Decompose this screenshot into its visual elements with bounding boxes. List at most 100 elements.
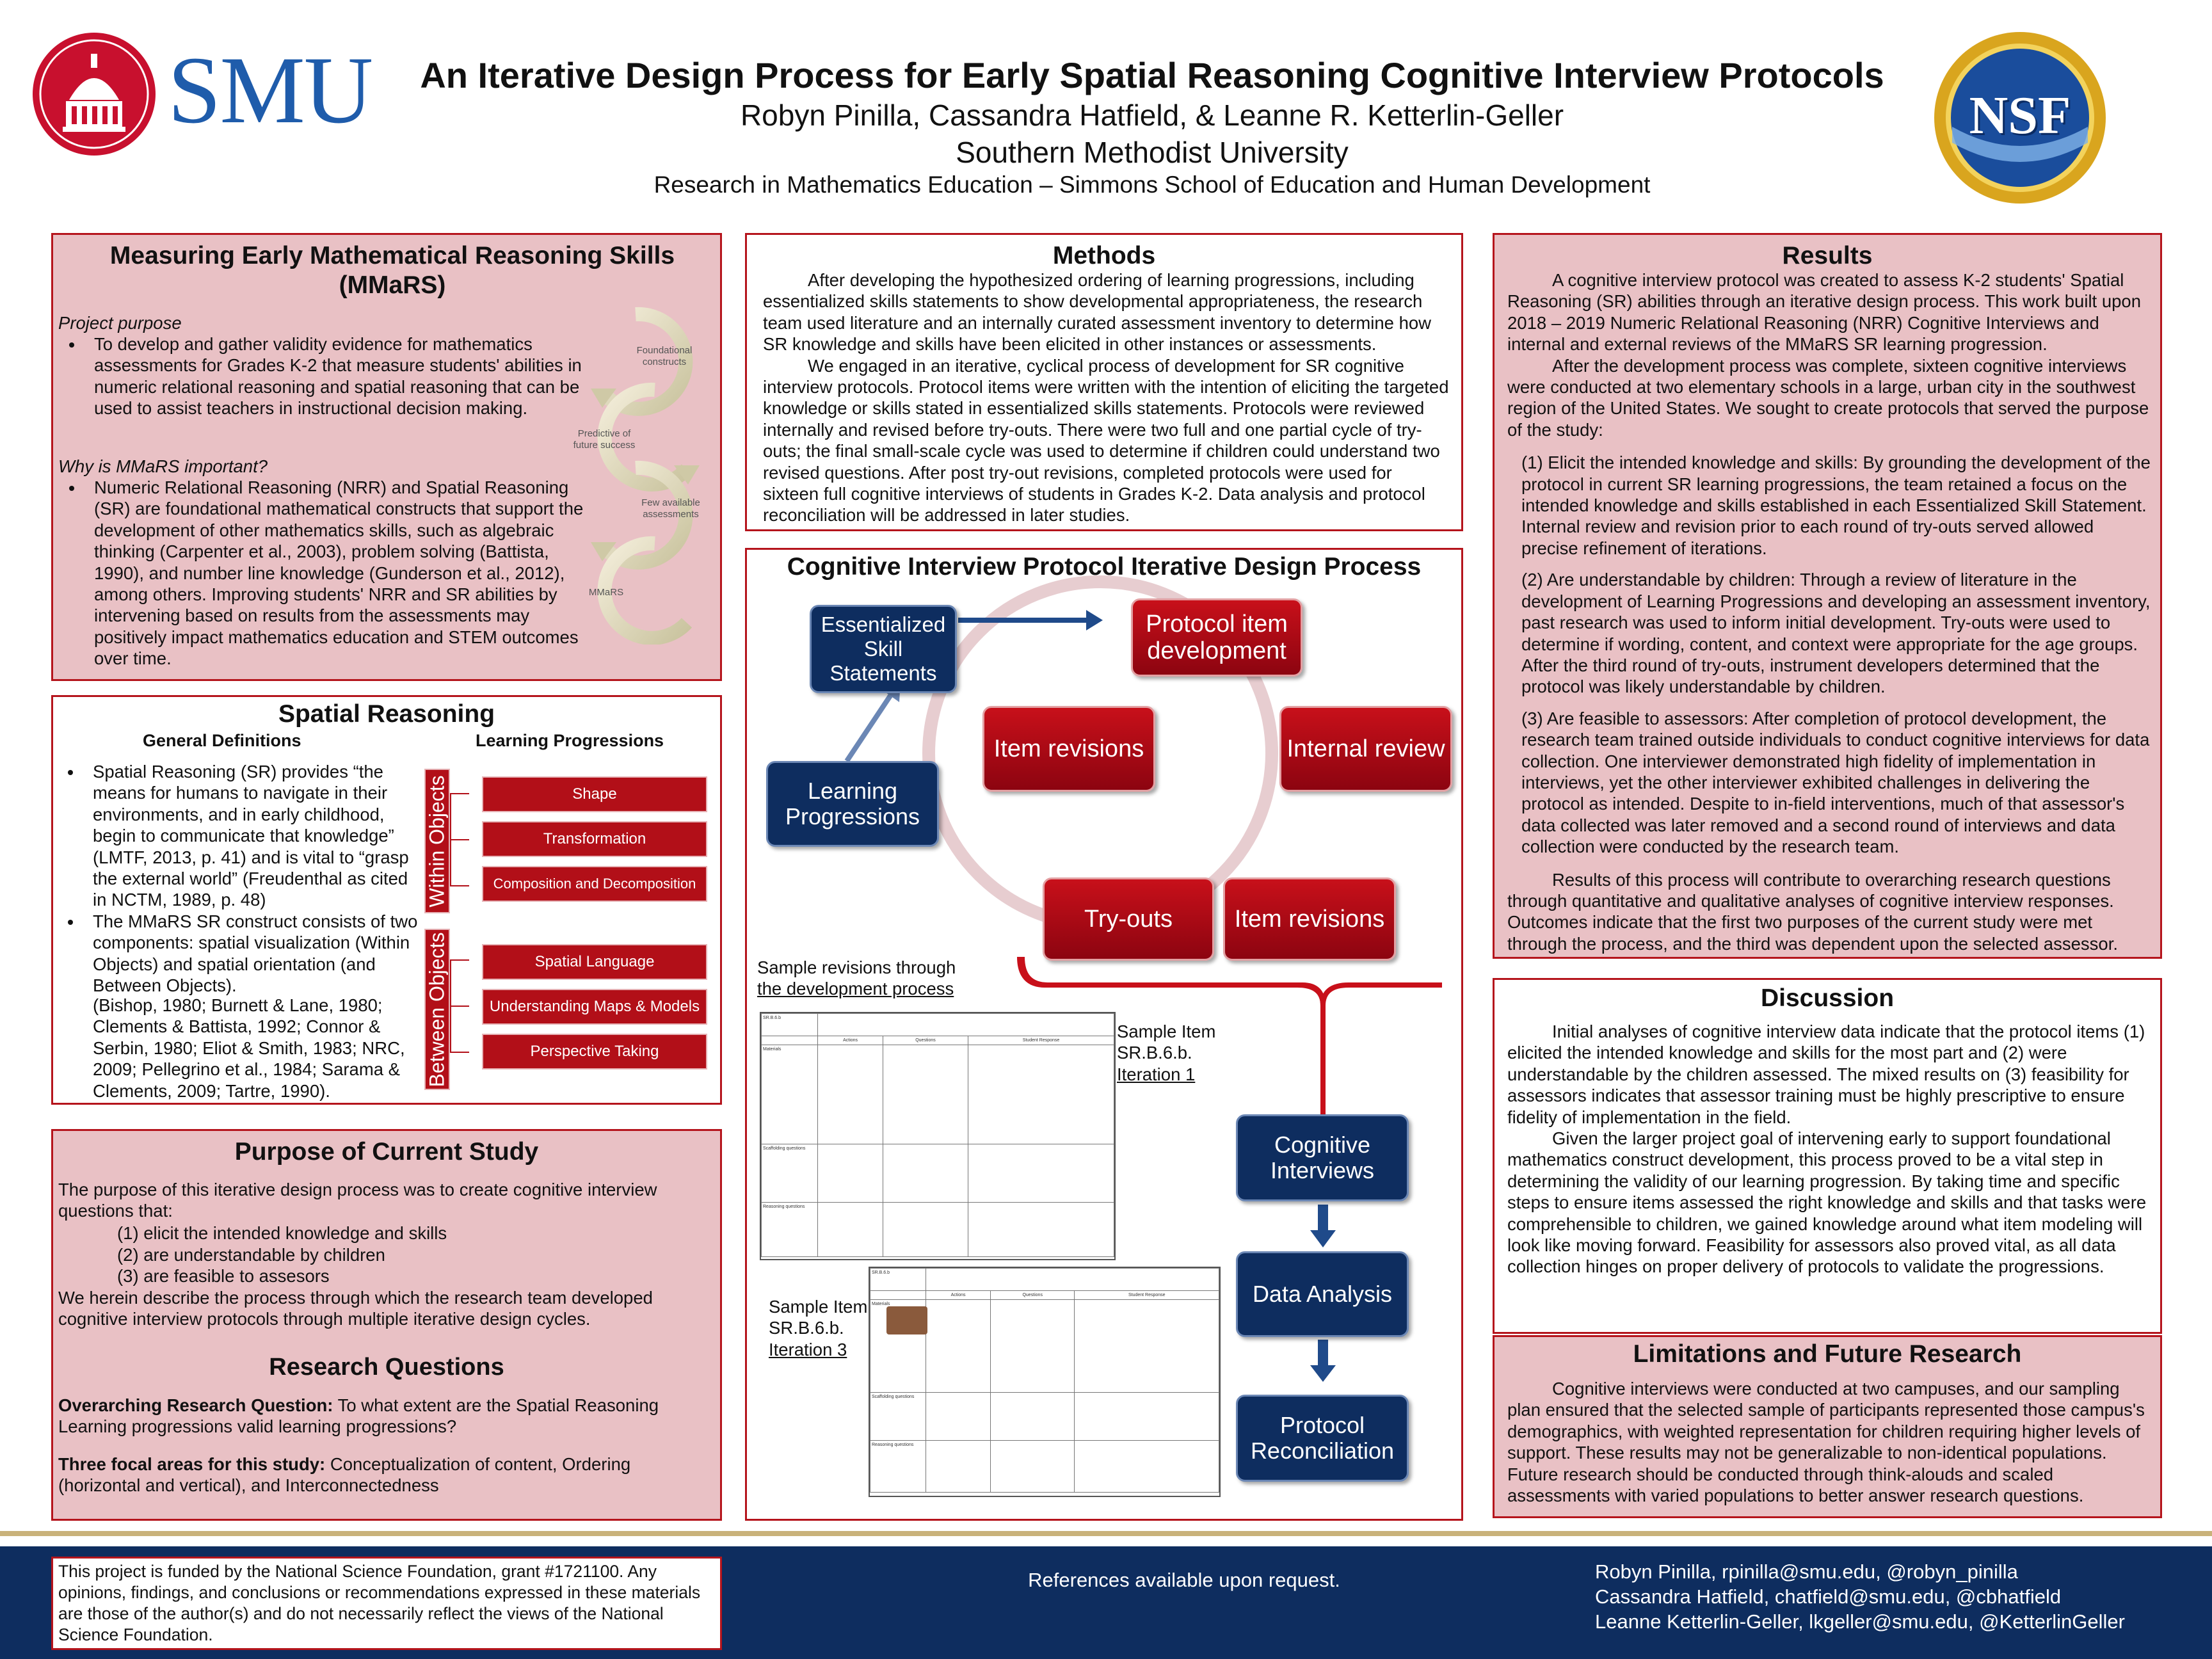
rq-title: Research Questions [269,1354,504,1381]
cycle-label-few: Few available assessments [641,497,700,520]
purpose-panel: Purpose of Current Study The purpose of … [51,1129,722,1521]
spatial-title: Spatial Reasoning [278,700,495,728]
discussion-title: Discussion [1760,984,1895,1012]
results-p2: After the development process was comple… [1507,355,2149,440]
mmars-panel: Measuring Early Mathematical Reasoning S… [51,233,722,681]
results-p1: A cognitive interview protocol was creat… [1507,270,2142,355]
methods-p1: After developing the hypothesized orderi… [763,270,1432,355]
results-panel: Results A cognitive interview protocol w… [1493,233,2162,959]
purpose-intro: The purpose of this iterative design pro… [58,1180,657,1221]
lp-spatial-language: Spatial Language [482,944,707,980]
contacts: Robyn Pinilla, rpinilla@smu.edu, @robyn_… [1595,1559,2209,1634]
results-r1: (1) Elicit the intended knowledge and sk… [1521,453,2151,558]
tryouts-box: Try-outs [1043,878,1214,961]
item1-line2: SR.B.6.b. [1117,1043,1192,1063]
purpose-item-2: (2) are understandable by children [117,1245,385,1265]
smu-seal-icon [31,31,157,157]
rq-overarching-text: To what extent are the Spatial Reasoning… [58,1395,659,1437]
within-objects-label: Within Objects [424,769,450,913]
limitations-panel: Limitations and Future Research Cognitiv… [1493,1335,2162,1518]
contact-1[interactable]: Robyn Pinilla, rpinilla@smu.edu, @robyn_… [1595,1560,2018,1583]
methods-text: After developing the hypothesized orderi… [763,269,1452,526]
mmars-purpose-bullet: To develop and gather validity evidence … [84,333,583,419]
lp-perspective: Perspective Taking [482,1034,707,1070]
internal-review-box: Internal review [1279,706,1452,792]
results-r3: (3) Are feasible to assessors: After com… [1521,708,2150,857]
nsf-logo: NSF [1933,31,2107,205]
discussion-p1: Initial analyses of cognitive interview … [1507,1022,2145,1127]
purpose-outro: We herein describe the process through w… [58,1288,653,1329]
methods-title: Methods [1052,242,1156,269]
discussion-text: Initial analyses of cognitive interview … [1507,1021,2154,1278]
rq-overarching: Overarching Research Question: To what e… [58,1395,711,1438]
item3-line3: Iteration 3 [769,1339,847,1359]
nsf-logo-text: NSF [1969,86,2071,145]
funding-text: This project is funded by the National S… [58,1562,701,1644]
limitations-text: Cognitive interviews were conducted at t… [1507,1378,2154,1506]
item3-line2: SR.B.6.b. [769,1318,844,1338]
rq-focal: Three focal areas for this study: Concep… [58,1454,711,1496]
purpose-title: Purpose of Current Study [234,1138,539,1166]
mmars-cycle-diagram: Foundational constructs Predictive of fu… [565,286,725,645]
lp-maps-models: Understanding Maps & Models [482,989,707,1025]
sample-caption-line2: the development process [757,979,954,999]
limitations-p1: Cognitive interviews were conducted at t… [1507,1379,2145,1506]
essentialized-skill-box: Essentialized Skill Statements [810,605,957,693]
rq-focal-text: Conceptualization of content, Ordering (… [58,1454,631,1496]
between-objects-text: Between Objects [425,932,449,1087]
references-note: References available upon request. [1028,1569,1340,1591]
methods-p2: We engaged in an iterative, cyclical pro… [763,355,1449,525]
between-objects-bar [424,929,450,1090]
mmars-purpose-list: To develop and gather validity evidence … [58,333,583,419]
process-bracket [1017,956,1442,1006]
poster-department: Research in Mathematics Education – Simm… [653,172,1651,198]
mmars-why-list: Numeric Relational Reasoning (NRR) and S… [58,477,596,669]
cycle-label-predictive: Predictive of future success [573,428,636,451]
within-objects-bar [424,769,450,913]
mmars-title: Measuring Early Mathematical Reasoning S… [109,242,675,299]
spatial-bullet-1: Spatial Reasoning (SR) provides “the mea… [83,761,422,911]
between-objects-label: Between Objects [424,929,450,1090]
protocol-reconciliation-box: Protocol Reconciliation [1236,1395,1409,1482]
house-picture-icon [886,1306,927,1334]
discussion-panel: Discussion Initial analyses of cognitive… [1493,978,2162,1334]
within-tick-1 [450,793,469,794]
funding-box: This project is funded by the National S… [51,1557,722,1650]
sample-caption-line1: Sample revisions through [757,958,956,977]
between-tick-1 [450,959,469,961]
item-revisions-left-top-box: Item revisions [982,706,1155,792]
smu-logo: SMU [168,37,373,143]
spatial-col1-heading: General Definitions [143,731,301,750]
results-p3: Results of this process will contribute … [1507,869,2118,954]
cycle-label-mmars: MMaRS [588,587,624,598]
spatial-definitions: Spatial Reasoning (SR) provides “the mea… [57,761,422,996]
results-title: Results [1782,242,1873,269]
item1-caption: Sample Item SR.B.6.b. Iteration 1 [1117,1021,1245,1085]
rq-overarching-label: Overarching Research Question: [58,1395,333,1415]
within-objects-text: Within Objects [425,774,449,908]
methods-panel: Methods After developing the hypothesize… [745,233,1463,531]
cognitive-interviews-box: Cognitive Interviews [1236,1114,1409,1201]
contact-2[interactable]: Cassandra Hatfield, chatfield@smu.edu, @… [1595,1585,2062,1608]
mmars-why-bullet: Numeric Relational Reasoning (NRR) and S… [84,477,596,669]
poster-title: An Iterative Design Process for Early Sp… [420,55,1884,95]
spatial-refs: (Bishop, 1980; Burnett & Lane, 1980; Cle… [93,995,405,1101]
discussion-p2: Given the larger project goal of interve… [1507,1128,2147,1277]
footer-gold-line [0,1531,2212,1536]
lp-composition: Composition and Decomposition [482,866,707,902]
limitations-title: Limitations and Future Research [1633,1340,2022,1368]
item-revisions-bottom-box: Item revisions [1223,878,1396,961]
spatial-col2-heading: Learning Progressions [476,731,664,750]
contact-3[interactable]: Leanne Ketterlin-Geller, lkgeller@smu.ed… [1595,1610,2125,1633]
rq-focal-label: Three focal areas for this study: [58,1454,326,1474]
between-tick-3 [450,1052,469,1053]
spatial-panel: Spatial Reasoning General Definitions Le… [51,695,722,1105]
data-analysis-box: Data Analysis [1236,1251,1409,1337]
cycle-label-foundational: Foundational constructs [636,345,693,367]
mmars-purpose-heading: Project purpose [58,313,182,333]
purpose-item-3: (3) are feasible to assesors [117,1266,330,1286]
learning-progressions-box: Learning Progressions [766,761,939,847]
poster-authors: Robyn Pinilla, Cassandra Hatfield, & Lea… [740,99,1564,132]
